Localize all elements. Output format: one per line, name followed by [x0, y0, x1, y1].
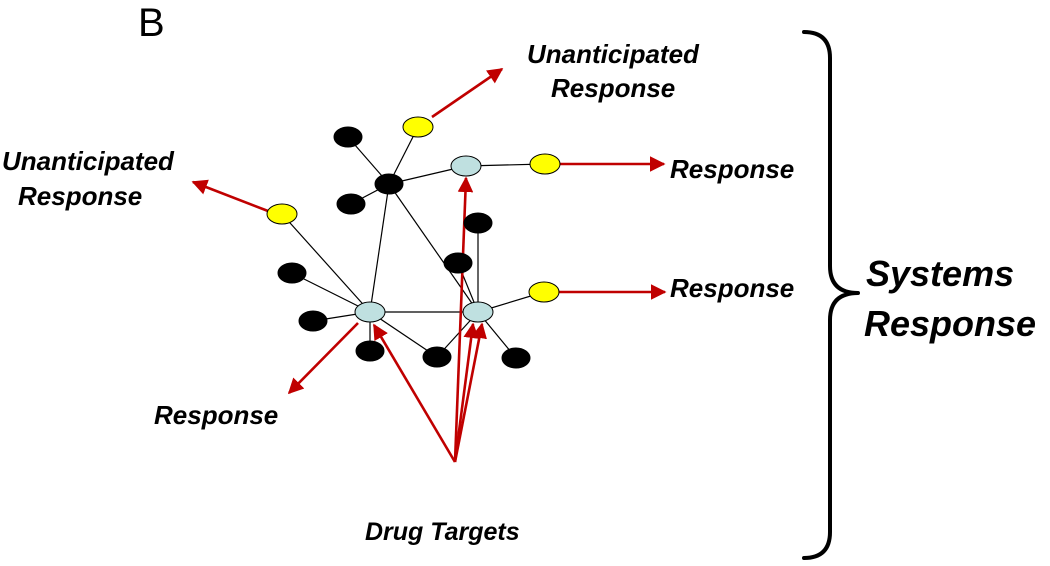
edge	[369, 311, 438, 358]
network-node	[277, 262, 307, 284]
arrow-response-bottom-left	[287, 322, 359, 395]
label-unanticipated-left: Unanticipated Response	[2, 146, 181, 211]
edge	[281, 213, 371, 313]
label-line: Systems	[866, 253, 1014, 294]
network-node	[298, 310, 328, 332]
label-systems-response: Systems Response	[864, 253, 1036, 344]
label-line: Unanticipated	[2, 146, 175, 176]
label-response-bottom-left: Response	[154, 400, 278, 430]
target-node	[462, 301, 494, 323]
arrow-unanticipated-top	[431, 67, 504, 119]
arrow-unanticipated-left	[191, 179, 269, 213]
label-line: Response	[864, 303, 1036, 344]
network-node	[333, 126, 363, 148]
target-node	[450, 155, 482, 177]
label-response-right-lower: Response	[670, 273, 794, 303]
drug-arrow	[372, 323, 457, 463]
response-arrows	[191, 67, 667, 395]
output-node	[529, 153, 561, 175]
label-line: Unanticipated	[527, 39, 700, 69]
edge	[291, 272, 371, 313]
edge	[388, 183, 479, 313]
other-nodes	[277, 126, 531, 369]
network-node	[336, 193, 366, 215]
network-node	[355, 340, 385, 362]
label-response-right-upper: Response	[670, 154, 794, 184]
output-node	[402, 116, 434, 138]
network-node	[443, 252, 473, 274]
systems-brace	[802, 30, 860, 560]
panel-label: B	[138, 1, 165, 45]
network-node	[374, 173, 404, 195]
output-node	[528, 281, 560, 303]
drug-arrow	[453, 322, 487, 463]
label-unanticipated-top: Unanticipated Response	[527, 39, 706, 103]
label-line: Response	[18, 181, 142, 211]
label-drug-targets: Drug Targets	[365, 518, 520, 546]
network-node	[501, 347, 531, 369]
network-node	[463, 212, 493, 234]
target-node	[354, 301, 386, 323]
output-node	[266, 203, 298, 225]
network-node	[422, 346, 452, 368]
label-line: Response	[551, 73, 675, 103]
output-nodes	[266, 116, 561, 303]
drug-arrow	[453, 322, 479, 463]
target-nodes	[354, 155, 494, 323]
edge	[369, 183, 390, 313]
